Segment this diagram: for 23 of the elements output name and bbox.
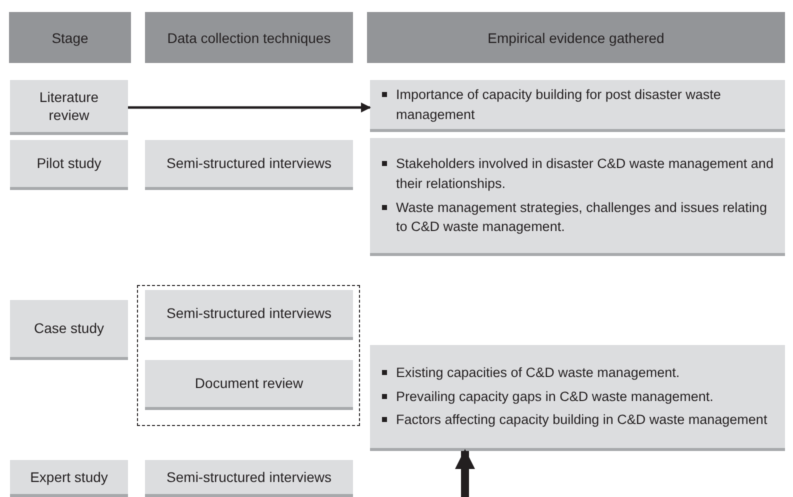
stage-box: Semi-structured interviews [145,460,353,497]
stage-box: Semi-structured interviews [145,290,353,340]
stage-box: Semi-structured interviews [145,140,353,190]
stage-box: Literature review [10,80,128,135]
dashed-group-box [137,285,360,426]
column-header: Stage [9,12,131,63]
bullet-text: Existing capacities of C&D waste management. [382,363,775,383]
stage-box: Case study [10,300,128,360]
bullet-text: Prevailing capacity gaps in C&D waste management. [382,386,775,406]
bullet-text: Factors affecting capacity building in C&D waste management [382,410,775,430]
column-header: Empirical evidence gathered [367,12,785,63]
stage-box: Expert study [10,460,128,497]
bullet-text: Waste management strategies, challenges and issues relating to C&D waste management. [382,198,775,237]
evidence-box [370,138,785,256]
arrow [455,449,475,497]
evidence-box [370,345,785,451]
arrow [128,102,371,112]
stage-box: Document review [145,360,353,410]
bullet-text: Stakeholders involved in disaster C&D waste management and their relationships. [382,154,775,194]
stage-box: Pilot study [10,140,128,190]
evidence-box [370,80,785,132]
column-header: Data collection techniques [145,12,353,63]
bullet-text: Importance of capacity building for post disaster waste management [382,84,775,124]
